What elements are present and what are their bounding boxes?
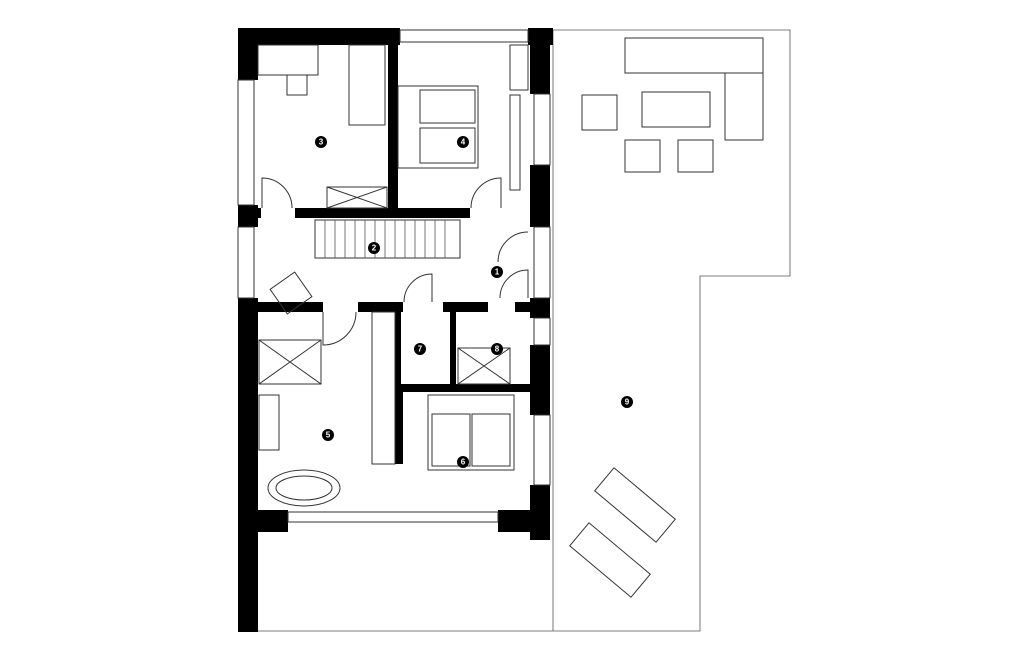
svg-text:5: 5 <box>326 431 331 440</box>
furniture <box>257 37 764 598</box>
svg-text:8: 8 <box>495 345 500 354</box>
svg-text:9: 9 <box>625 398 630 407</box>
svg-text:6: 6 <box>461 458 466 467</box>
svg-text:2: 2 <box>372 244 377 253</box>
walls <box>238 28 553 632</box>
staircase <box>314 219 461 259</box>
room-label-6: 6 <box>457 456 469 468</box>
room-label-7: 7 <box>414 343 426 355</box>
windows <box>237 29 551 523</box>
room-label-4: 4 <box>457 136 469 148</box>
room-label-8: 8 <box>491 343 503 355</box>
svg-text:7: 7 <box>418 345 423 354</box>
doors <box>261 177 529 346</box>
room-label-5: 5 <box>322 429 334 441</box>
room-label-1: 1 <box>491 266 503 278</box>
room-label-3: 3 <box>315 136 327 148</box>
room-label-9: 9 <box>621 396 633 408</box>
svg-text:4: 4 <box>461 138 466 147</box>
terrace-outline <box>258 29 791 632</box>
room-label-2: 2 <box>368 242 380 254</box>
svg-text:3: 3 <box>319 138 324 147</box>
svg-text:1: 1 <box>495 268 500 277</box>
